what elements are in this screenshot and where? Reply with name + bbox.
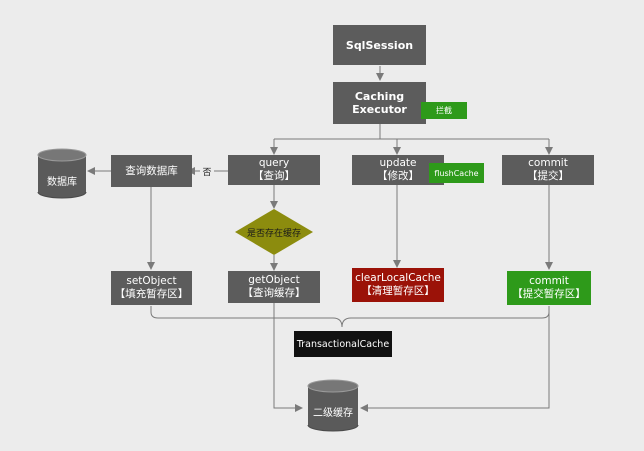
query-db-box: 查询数据库 xyxy=(111,155,192,187)
commit-tx-line2: 【提交暂存区】 xyxy=(512,288,586,300)
query-line2: 【查询】 xyxy=(253,170,295,182)
caching-executor-line1: Caching xyxy=(354,90,405,103)
commit-tx-line1: commit xyxy=(529,275,569,287)
cache-check-text: 是否存在缓存 xyxy=(246,229,301,239)
commit-box: commit 【提交】 xyxy=(502,155,594,185)
transactional-cache-box: TransactionalCache xyxy=(294,331,392,357)
update-line2: 【修改】 xyxy=(377,170,419,182)
commit-tx-box: commit 【提交暂存区】 xyxy=(507,271,591,305)
set-object-line1: setObject xyxy=(126,275,177,287)
second-level-cache-cylinder xyxy=(307,379,359,432)
intercept-tag: 拦截 xyxy=(421,102,467,119)
query-box: query 【查询】 xyxy=(228,155,320,185)
flushcache-tag-label: flushCache xyxy=(434,168,479,178)
edge-get-cache xyxy=(273,303,303,412)
flushcache-tag: flushCache xyxy=(429,163,484,183)
brace-transactional xyxy=(150,306,550,328)
caching-executor-line2: Executor xyxy=(352,103,407,116)
set-object-line2: 【填充暂存区】 xyxy=(114,288,189,300)
intercept-tag-label: 拦截 xyxy=(436,106,452,115)
no-label: 否 xyxy=(200,165,214,178)
clear-local-cache-line2: 【清理暂存区】 xyxy=(361,285,435,297)
no-label-text: 否 xyxy=(202,168,212,178)
query-db-label: 查询数据库 xyxy=(125,164,178,177)
second-level-cache-text: 二级缓存 xyxy=(313,408,353,419)
get-object-line1: getObject xyxy=(248,274,300,286)
set-object-box: setObject 【填充暂存区】 xyxy=(111,271,192,305)
database-label: 数据库 xyxy=(38,173,86,188)
clear-local-cache-line1: clearLocalCache xyxy=(355,272,441,284)
sqlsession-label: SqlSession xyxy=(345,38,414,52)
caching-executor-box: Caching Executor xyxy=(333,82,426,124)
get-object-line2: 【查询缓存】 xyxy=(242,287,306,299)
database-text: 数据库 xyxy=(47,177,77,188)
second-level-cache-label: 二级缓存 xyxy=(308,404,358,419)
transactional-cache-label: TransactionalCache xyxy=(296,338,390,350)
database-cylinder xyxy=(37,148,87,199)
commit-line2: 【提交】 xyxy=(527,170,569,182)
cache-check-label: 是否存在缓存 xyxy=(229,226,319,239)
query-line1: query xyxy=(258,157,290,169)
edge-committx-cache xyxy=(360,306,550,412)
sqlsession-box: SqlSession xyxy=(333,25,426,65)
commit-line1: commit xyxy=(528,157,568,169)
update-box: update 【修改】 xyxy=(352,155,444,185)
update-line1: update xyxy=(379,157,417,169)
cache-check-diamond xyxy=(235,209,313,255)
get-object-box: getObject 【查询缓存】 xyxy=(228,271,320,303)
clear-local-cache-box: clearLocalCache 【清理暂存区】 xyxy=(352,268,444,302)
